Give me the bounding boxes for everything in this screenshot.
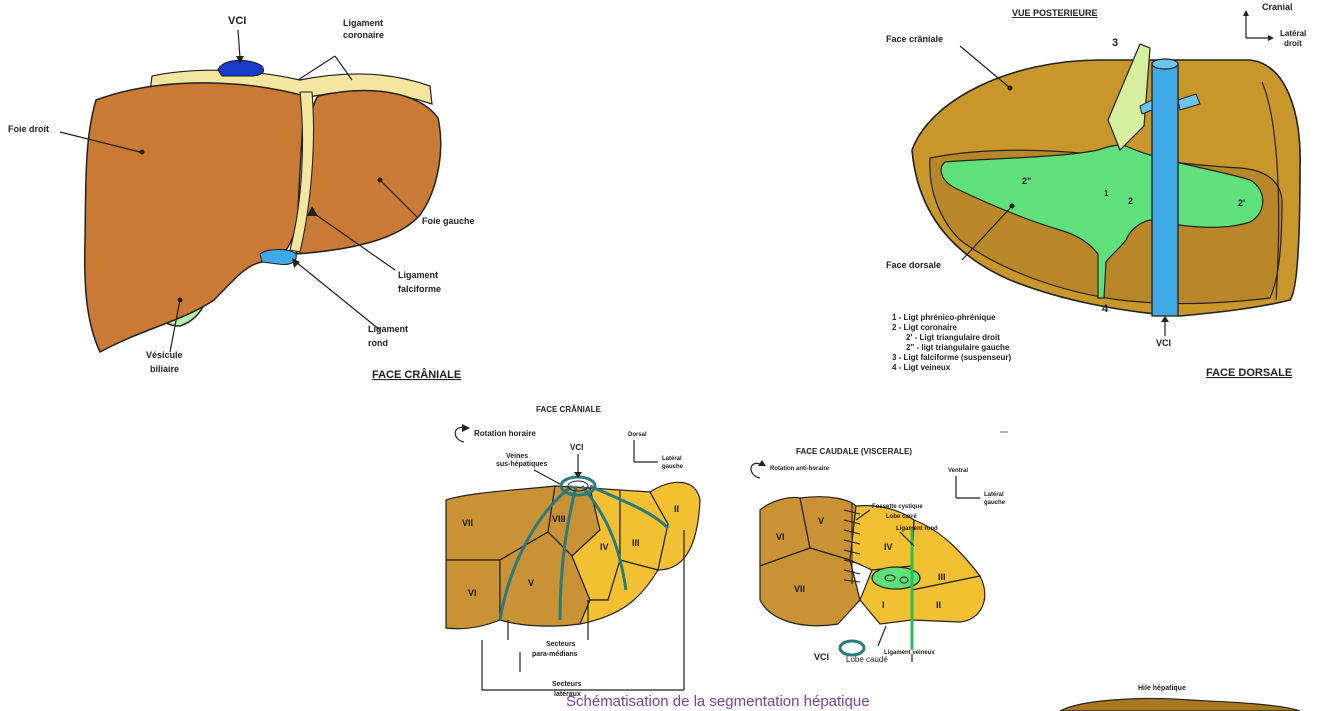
panel-segments-caudale: FACE CAUDALE (VISCERALE) Rotation anti-h… — [751, 447, 1006, 664]
caudal-lat2: gauche — [984, 500, 1006, 506]
legend-4: 2" - ligt triangulaire gauche — [906, 343, 1010, 352]
secteurs-para-2: para-médians — [532, 651, 578, 658]
caudal-label-iv: IV — [884, 542, 893, 552]
ligament-rond-shape — [260, 250, 296, 265]
caudal-lobe-caude: Lobe caudé — [846, 655, 888, 664]
label-vci: VCI — [228, 15, 246, 27]
title-face-craniale: FACE CRÂNIALE — [372, 368, 461, 381]
caudal-label-ii: II — [936, 600, 941, 610]
label-ligament-rond-2: rond — [368, 338, 388, 348]
secteurs-lat-1: Secteurs — [552, 681, 582, 688]
caudal-vci: VCI — [814, 652, 829, 662]
legend-6: 4 - Ligt veineux — [892, 363, 951, 372]
label-n2: 2 — [1128, 196, 1133, 206]
caudal-title: FACE CAUDALE (VISCERALE) — [796, 447, 912, 456]
foie-droit-shape — [85, 83, 305, 352]
caudal-rotation: Rotation anti-horaire — [770, 466, 830, 472]
secteurs-para-1: Secteurs — [546, 641, 576, 648]
seg-label-v: V — [528, 578, 534, 588]
dorsal-vci-cylinder — [1152, 64, 1178, 316]
segments-cranial-veines2: sus-hépatiques — [496, 461, 547, 468]
caudal-label-vi: VI — [776, 532, 785, 542]
caudal-label-vii: VII — [794, 584, 805, 594]
label-lateral-2: droit — [1284, 39, 1302, 48]
label-dorsal-vci: VCI — [1156, 338, 1171, 348]
caudal-label-v: V — [818, 516, 824, 526]
segments-cranial-rotation: Rotation horaire — [474, 429, 536, 438]
label-ligament-falciforme-1: Ligament — [398, 270, 438, 280]
caudal-label-iii: III — [938, 572, 946, 582]
title-vue-posterieure: VUE POSTERIEURE — [1012, 8, 1098, 18]
foie-gauche-shape — [296, 91, 441, 254]
label-cranial: Cranial — [1262, 2, 1293, 12]
label-vesicule-2: biliaire — [150, 364, 179, 374]
seg-label-iv: IV — [600, 542, 609, 552]
panel-hile: Hile hépatique — [1060, 685, 1300, 711]
panel-face-craniale: VCI Ligament coronaire Foie droit Foie g… — [8, 15, 475, 381]
label-n4: 4 — [1102, 303, 1109, 315]
caudal-ligament-veineux: Ligament veineux — [884, 650, 935, 656]
label-foie-droit: Foie droit — [8, 124, 49, 134]
caudal-label-i: I — [882, 600, 885, 610]
seg-label-iii: III — [632, 538, 640, 548]
caudal-ligament-rond: Ligament rond — [896, 526, 938, 532]
legend-3: 2' - Ligt triangulaire droit — [906, 333, 1000, 342]
caudal-vci-ring — [840, 641, 864, 655]
caudal-fossette: Fossette cystique — [872, 504, 923, 510]
seg-label-vii: VII — [462, 518, 473, 528]
segments-cranial-veines1: Veines — [506, 453, 528, 460]
label-n2p: 2' — [1238, 198, 1245, 208]
caudal-lobe-carre: Lobe carré — [886, 514, 917, 520]
legend-1: 1 - Ligt phrénico-phrénique — [892, 313, 996, 322]
legend-5: 3 - Ligt falciforme (suspenseur) — [892, 353, 1011, 362]
hile-title: Hile hépatique — [1138, 685, 1186, 692]
seg-label-ii: II — [674, 504, 679, 514]
segments-cranial-lat1: Latéral — [662, 456, 682, 462]
caudal-lat1: Latéral — [984, 492, 1004, 498]
label-ligament-falciforme-2: falciforme — [398, 284, 441, 294]
label-lateral-1: Latéral — [1280, 29, 1306, 38]
label-face-craniale: Face crâniale — [886, 34, 943, 44]
segments-cranial-vci: VCI — [570, 443, 583, 452]
label-n1: 1 — [1104, 189, 1109, 198]
label-vesicule-1: Vésicule — [146, 350, 183, 360]
vci-shape — [218, 60, 264, 76]
seg-label-viii: VIII — [552, 514, 566, 524]
panel-face-dorsale: VUE POSTERIEURE Cranial Latéral droit Fa… — [886, 2, 1306, 379]
title-face-dorsale: FACE DORSALE — [1206, 367, 1292, 379]
label-ligament-coronaire-2: coronaire — [343, 30, 384, 40]
label-ligament-coronaire-1: Ligament — [343, 18, 383, 28]
label-face-dorsale: Face dorsale — [886, 260, 941, 270]
segments-cranial-dorsal: Dorsal — [628, 432, 647, 438]
segments-cranial-lat2: gauche — [662, 464, 684, 470]
legend-2: 2 - Ligt coronaire — [892, 323, 957, 332]
hile-liver-shape — [1060, 698, 1300, 711]
caudal-ventral: Ventral — [948, 468, 968, 474]
label-ligament-rond-1: Ligament — [368, 324, 408, 334]
label-n3: 3 — [1112, 37, 1118, 49]
seg-label-vi: VI — [468, 588, 477, 598]
label-foie-gauche: Foie gauche — [422, 216, 475, 226]
figure-caption: Schématisation de la segmentation hépati… — [566, 693, 870, 710]
label-n2pp: 2" — [1022, 176, 1031, 186]
segments-cranial-title: FACE CRÂNIALE — [536, 405, 602, 414]
